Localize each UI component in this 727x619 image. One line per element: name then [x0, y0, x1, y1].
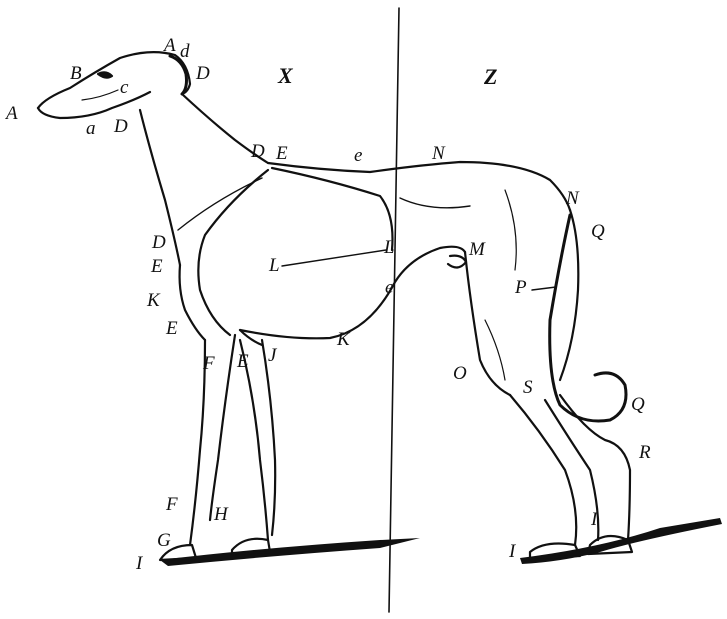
point-label: S [523, 377, 533, 398]
point-label: D [151, 232, 166, 253]
region-label-z: Z [483, 64, 497, 89]
point-label: F [202, 353, 215, 374]
point-label: M [468, 239, 486, 260]
point-label: D [195, 63, 210, 84]
point-label: P [514, 277, 527, 298]
point-label: D [113, 116, 128, 137]
point-label: E [275, 143, 288, 164]
point-label: a [86, 118, 96, 139]
point-label: J [268, 345, 278, 366]
point-label: B [70, 63, 82, 84]
point-label: c [120, 77, 129, 98]
point-label: E [150, 256, 163, 277]
point-label: E [165, 318, 178, 339]
divider-line [389, 8, 399, 612]
point-label: A [162, 35, 176, 56]
point-label: Q [631, 394, 645, 415]
point-label: R [638, 442, 651, 463]
point-label: N [565, 188, 580, 209]
point-label: I [508, 541, 517, 562]
point-label: O [453, 363, 467, 384]
point-label: H [213, 504, 229, 525]
point-label: L [268, 255, 280, 276]
measure-line-LL [282, 250, 386, 266]
point-label: I [135, 553, 144, 574]
point-label: Q [591, 221, 605, 242]
point-label: e [354, 145, 362, 166]
point-label: D [250, 141, 265, 162]
point-label: A [4, 103, 18, 124]
point-label: G [157, 530, 171, 551]
point-label: e [385, 277, 393, 298]
point-label: K [146, 290, 161, 311]
region-label-x: X [277, 63, 294, 88]
point-label: L [383, 237, 395, 258]
point-label: F [165, 494, 178, 515]
point-label: E [236, 351, 249, 372]
point-label: d [180, 41, 190, 62]
point-label: K [336, 329, 351, 350]
front-ground-shadow [160, 538, 420, 566]
pointer-P [532, 287, 556, 290]
point-label: N [431, 143, 446, 164]
